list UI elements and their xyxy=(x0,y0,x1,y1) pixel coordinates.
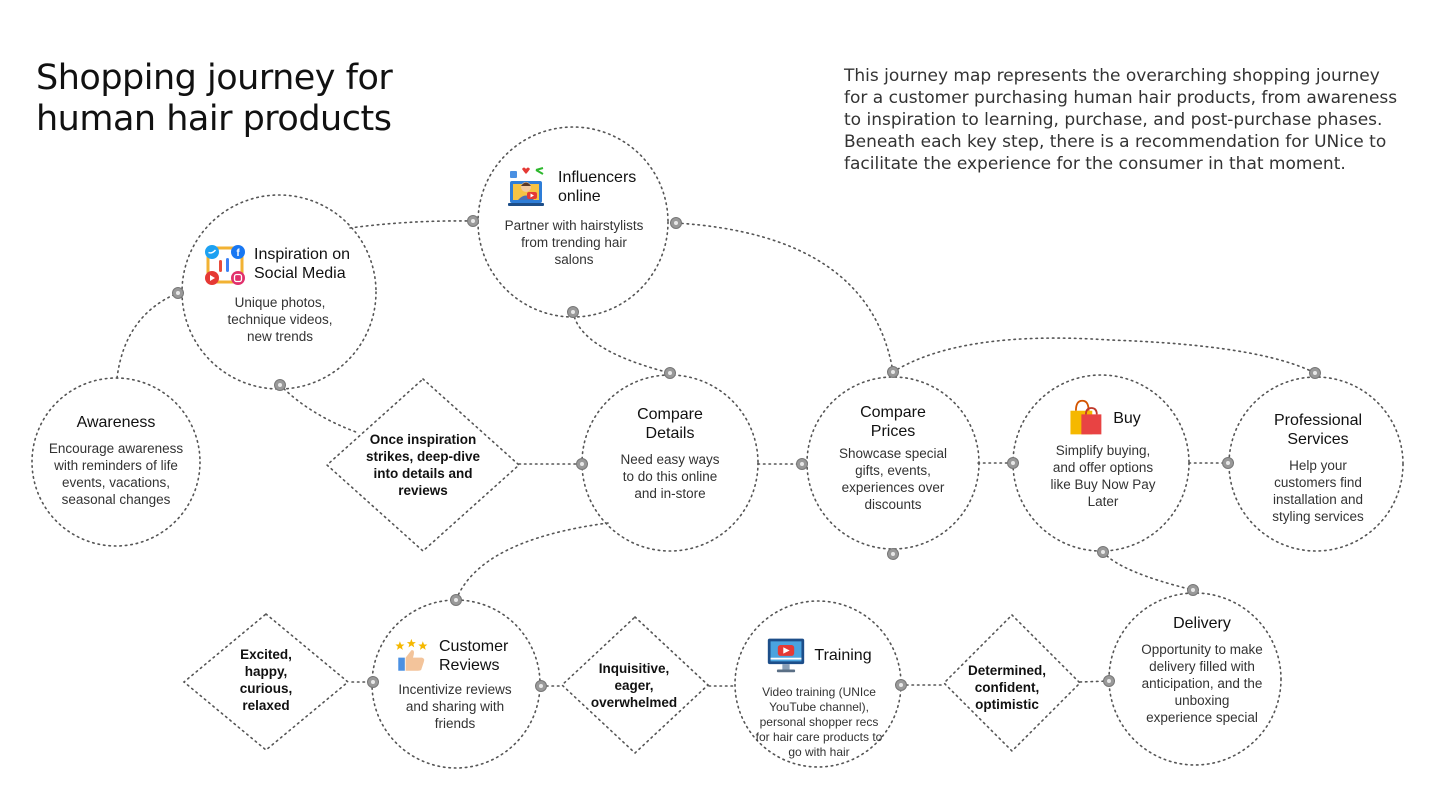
connector-dot-center xyxy=(1011,461,1015,465)
diamond-determined: Determined, confident, optimistic xyxy=(967,662,1047,712)
edge-inspiration-influencers xyxy=(349,220,474,229)
node-buy-desc: Simplify buying, and offer options like … xyxy=(1050,443,1156,509)
node-compare-details: Compare Details Need easy ways to do thi… xyxy=(600,405,740,502)
diamond-excited: Excited, happy, curious, relaxed xyxy=(239,647,293,713)
connector-dot-center xyxy=(1226,461,1230,465)
node-awareness-desc: Encourage awareness with reminders of li… xyxy=(48,441,184,507)
connector-dot-center xyxy=(668,371,672,375)
node-influencers: Influencers online Partner with hairstyl… xyxy=(486,165,662,268)
node-reviews-desc: Incentivize reviews and sharing with fri… xyxy=(398,682,512,731)
social-media-icon: f xyxy=(205,245,245,285)
diamond-inquisitive: Inquisitive, eager, overwhelmed xyxy=(590,660,678,710)
connector-dot-center xyxy=(471,219,475,223)
edge-influencers-details xyxy=(572,311,671,374)
connector-dot-center xyxy=(539,684,543,688)
node-compare-prices-desc: Showcase special gifts, events, experien… xyxy=(838,446,948,512)
edge-prices-professional xyxy=(892,337,1316,374)
node-buy-title: Buy xyxy=(1113,409,1141,427)
svg-text:f: f xyxy=(236,248,240,259)
influencer-icon xyxy=(508,167,544,206)
connector-dot-center xyxy=(454,598,458,602)
node-reviews-title: Customer Reviews xyxy=(439,638,509,674)
page-title: Shopping journey for human hair products xyxy=(36,58,393,139)
edge-buy-delivery xyxy=(1102,551,1194,591)
node-awareness-title: Awareness xyxy=(76,414,156,431)
connector-dot-center xyxy=(891,370,895,374)
node-training: Training Video training (UNIce YouTube c… xyxy=(746,635,892,760)
circle-awareness xyxy=(31,377,201,547)
node-professional-desc: Help your customers find installation an… xyxy=(1272,458,1364,524)
node-compare-prices: Compare Prices Showcase special gifts, e… xyxy=(820,403,966,513)
node-delivery: Delivery Opportunity to make delivery fi… xyxy=(1130,614,1274,726)
node-compare-details-title: Compare Details xyxy=(637,406,703,442)
edge-awareness-inspiration xyxy=(116,292,179,379)
node-inspiration-desc: Unique photos, technique videos, new tre… xyxy=(227,295,333,344)
edge-influencers-prices xyxy=(675,222,894,373)
shopping-bag-icon xyxy=(1070,399,1102,435)
node-awareness: Awareness Encourage awareness with remin… xyxy=(38,413,194,508)
node-delivery-desc: Opportunity to make delivery filled with… xyxy=(1141,642,1263,725)
node-inspiration: f Inspiration on Social Media Unique pho… xyxy=(190,242,370,345)
node-buy: Buy Simplify buying, and offer options l… xyxy=(1028,398,1178,510)
node-inspiration-title: Inspiration on Social Media xyxy=(254,246,351,282)
node-training-title: Training xyxy=(814,646,872,664)
node-training-desc: Video training (UNIce YouTube channel), … xyxy=(755,685,883,759)
edge-details-reviews xyxy=(455,522,609,601)
connector-dot-center xyxy=(371,680,375,684)
connector-dot-center xyxy=(176,291,180,295)
connector-dot-center xyxy=(1191,588,1195,592)
node-influencers-desc: Partner with hairstylists from trending … xyxy=(504,218,644,267)
edge-inspiration-deepdive xyxy=(279,384,357,433)
connector-dot-center xyxy=(899,683,903,687)
diamond-shape-deep-dive xyxy=(325,377,521,553)
connector-dot-center xyxy=(1101,550,1105,554)
diamond-deep-dive: Once inspiration strikes, deep-dive into… xyxy=(365,432,481,498)
connector-dot-center xyxy=(800,462,804,466)
connector-dot-center xyxy=(1313,371,1317,375)
node-professional-services: Professional Services Help your customer… xyxy=(1250,411,1386,525)
node-customer-reviews: Customer Reviews Incentivize reviews and… xyxy=(380,637,530,732)
node-compare-details-desc: Need easy ways to do this online and in-… xyxy=(620,452,720,501)
diamond-shape-excited xyxy=(182,612,350,752)
connector-dot-center xyxy=(580,462,584,466)
diamond-shape-inquisitive xyxy=(560,615,710,755)
node-influencers-title: Influencers online xyxy=(558,169,637,205)
connector-dot-center xyxy=(1107,679,1111,683)
node-professional-title: Professional Services xyxy=(1273,412,1363,448)
diamond-shape-determined xyxy=(942,613,1082,753)
node-delivery-title: Delivery xyxy=(1173,615,1231,632)
connector-dot-center xyxy=(674,221,678,225)
connector-dot-center xyxy=(571,310,575,314)
reviews-icon xyxy=(395,638,428,671)
connector-dot-center xyxy=(891,552,895,556)
connector-dot-center xyxy=(278,383,282,387)
node-compare-prices-title: Compare Prices xyxy=(860,404,926,440)
video-training-icon xyxy=(768,638,805,673)
intro-paragraph: This journey map represents the overarch… xyxy=(844,66,1398,174)
